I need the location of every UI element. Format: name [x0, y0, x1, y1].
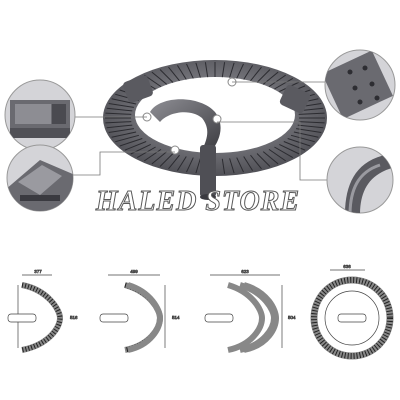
heatsink-fin	[176, 65, 187, 80]
heatsink-fin	[144, 148, 162, 162]
heatsink-fin	[262, 151, 279, 165]
heatsink-fin	[274, 146, 294, 159]
heatsink-fin	[108, 128, 134, 133]
lamp-end-cap-right	[279, 84, 311, 114]
drawing-1-width-label: 377	[34, 269, 42, 274]
heatsink-fin	[124, 141, 147, 151]
technical-drawings-row: 377 516 499 514 623 504	[7, 264, 394, 360]
lamp-mounting-pole	[200, 145, 216, 197]
heatsink-fin	[151, 151, 168, 165]
drawing-2-width-label: 499	[130, 269, 138, 274]
heatsink-fin	[243, 65, 254, 80]
heatsink-fin	[204, 62, 209, 78]
heatsink-fin	[195, 62, 201, 78]
lamp-end-cap-left	[123, 75, 153, 103]
heatsink-fin	[221, 62, 226, 78]
heatsink-fin	[119, 138, 143, 147]
callout-leader-lines	[73, 81, 327, 181]
heatsink-fin	[268, 148, 286, 162]
heatsink-fin	[290, 134, 315, 143]
heatsink-fin	[168, 66, 180, 82]
heatsink-fin	[151, 71, 168, 85]
heatsink-fin	[293, 131, 319, 138]
heatsink-fin	[236, 63, 244, 79]
led-lamp-3d-render	[103, 60, 327, 200]
heatsink-fin	[250, 154, 262, 170]
heatsink-fin	[221, 158, 226, 174]
heatsink-fin	[105, 112, 132, 115]
heatsink-fin	[229, 158, 235, 174]
heatsink-fin	[111, 98, 137, 105]
drawing-1-height-label: 516	[70, 315, 78, 320]
heatsink-fin	[283, 141, 306, 151]
tech-drawing-4	[310, 269, 394, 360]
tech-drawing-3	[204, 274, 283, 353]
heatsink-fin	[159, 69, 174, 83]
heatsink-fin	[279, 143, 300, 155]
tech-drawing-2	[99, 274, 166, 353]
tech-drawing-1	[7, 274, 64, 353]
heatsink-fin	[256, 153, 271, 167]
heatsink-fin	[159, 153, 174, 167]
detail-callout-upper-right	[324, 49, 396, 121]
heatsink-fin	[105, 121, 132, 124]
lamp-center-arm	[150, 99, 221, 150]
heatsink-fin	[176, 156, 187, 171]
heatsink-fin	[268, 74, 286, 88]
heatsink-fin	[115, 134, 140, 143]
heatsink-fin	[256, 69, 271, 83]
heatsink-fin	[111, 131, 137, 138]
detail-callout-lower-right	[326, 146, 394, 214]
drawing-3-height-label: 504	[288, 315, 296, 320]
heatsink-fin	[106, 124, 133, 129]
store-watermark: HALED STORE	[95, 186, 300, 217]
heatsink-fin	[236, 157, 244, 173]
heatsink-fin	[168, 154, 180, 170]
heatsink-fin	[106, 107, 133, 112]
drawing-3-width-label: 623	[241, 269, 249, 274]
heatsink-fin	[250, 66, 262, 82]
drawing-4-width-label: 636	[343, 264, 351, 269]
drawing-2-height-label: 514	[172, 315, 180, 320]
heatsink-fin	[186, 157, 194, 173]
heatsink-fin	[108, 103, 134, 108]
heatsink-fin	[195, 158, 201, 174]
heatsink-fin	[297, 124, 324, 129]
detail-callout-upper-left	[4, 79, 76, 151]
heatsink-fin	[243, 156, 254, 171]
heatsink-fin	[274, 77, 294, 90]
heatsink-fin	[298, 121, 325, 124]
heatsink-fin	[229, 62, 235, 78]
heatsink-fin	[298, 112, 325, 115]
heatsink-fin	[287, 138, 311, 147]
heatsink-fin	[186, 63, 194, 79]
detail-callout-lower-left	[6, 144, 74, 212]
